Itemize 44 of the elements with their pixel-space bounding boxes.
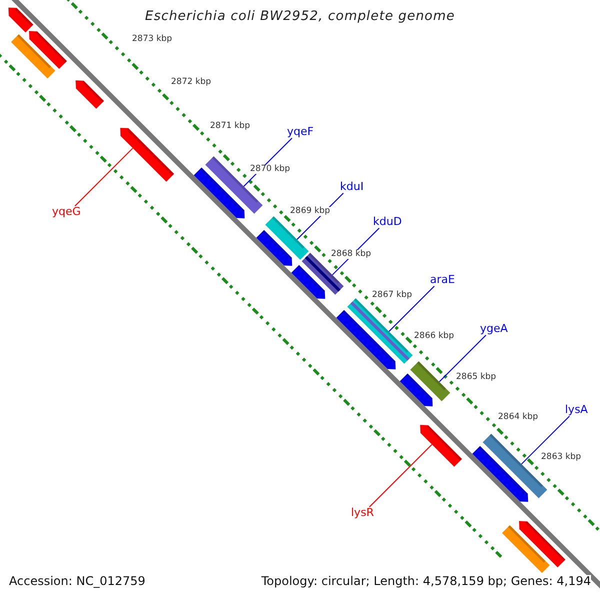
scale-label: 2868 kbp <box>330 250 372 260</box>
gene-bar <box>347 298 413 364</box>
gene-bar <box>265 216 309 260</box>
leader-line <box>388 286 435 332</box>
gene-block <box>29 30 67 69</box>
gene-label: yqeF <box>287 126 314 138</box>
gene-block <box>519 520 566 568</box>
leader-line <box>521 416 570 465</box>
scale-label: 2867 kbp <box>371 291 414 300</box>
gene-block <box>120 128 174 182</box>
gene-block <box>400 373 433 406</box>
leader-line <box>368 444 432 508</box>
scale-label: 2870 kbp <box>249 165 292 174</box>
gene-block <box>472 446 528 502</box>
genome-stats-text: Topology: circular; Length: 4,578,159 bp; Genes: 4,194 <box>261 575 591 588</box>
gene-bar <box>410 361 450 402</box>
gene-block <box>194 167 245 218</box>
gene-block <box>76 80 104 109</box>
scale-label: 2869 kbp <box>289 207 332 216</box>
gene-label: ygeA <box>480 323 508 336</box>
title: Escherichia coli BW2952, complete genome <box>144 10 456 24</box>
accession-text: Accession: NC_012759 <box>9 575 146 588</box>
leader-line <box>74 148 134 206</box>
scale-label: 2871 kbp <box>209 122 252 132</box>
gene-block <box>256 230 292 266</box>
gene-label: lysA <box>565 404 588 416</box>
gene-block <box>336 310 396 370</box>
scale-label: 2872 kbp <box>170 78 212 88</box>
leader-line <box>438 334 486 382</box>
gene-label: kduD <box>373 216 402 228</box>
gene-bar <box>11 34 56 78</box>
gene-label: kduI <box>340 181 364 194</box>
scale-label: 2865 kbp <box>455 373 498 382</box>
gene-block <box>420 424 462 467</box>
gene-block <box>8 8 34 32</box>
scale-label: 2864 kbp <box>497 413 540 422</box>
gene-label: yqeG <box>52 206 81 218</box>
gene-block <box>291 264 326 299</box>
scale-label: 2863 kbp <box>540 453 582 462</box>
scale-label: 2866 kbp <box>413 332 456 342</box>
gene-label: araE <box>430 274 455 286</box>
scale-label: 2873 kbp <box>131 35 174 44</box>
gene-label: lysR <box>351 507 374 520</box>
gene-bar <box>502 525 550 573</box>
